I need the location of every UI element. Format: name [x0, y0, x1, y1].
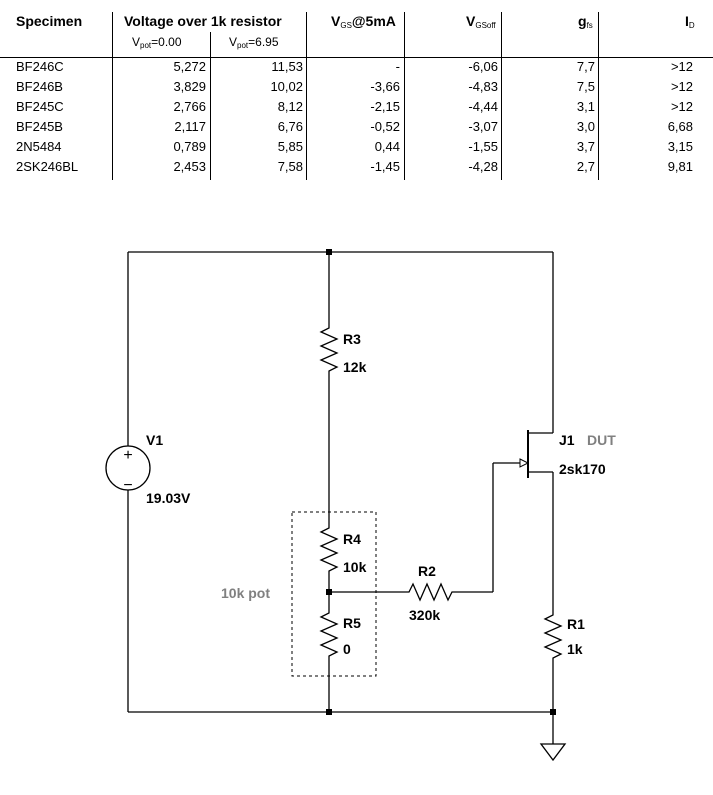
cell-vgsoff: -4,28 — [468, 159, 498, 174]
cell-vgs: -3,66 — [370, 79, 400, 94]
cell-vgsoff: -3,07 — [468, 119, 498, 134]
r3-resistor-icon — [319, 324, 339, 375]
r3-name: R3 — [343, 331, 361, 347]
header-vgsoff: VGSoff — [466, 13, 496, 30]
cell-specimen: BF245C — [16, 99, 64, 114]
cell-gfs: 3,1 — [576, 99, 595, 114]
cell-vgs: -0,52 — [370, 119, 400, 134]
cell-vgsoff: -1,55 — [468, 139, 498, 154]
cell-vpot-0: 0,789 — [173, 139, 206, 154]
cell-id: 3,15 — [667, 139, 693, 154]
r4-resistor-icon — [319, 524, 339, 575]
r2-value: 320k — [409, 607, 440, 623]
cell-vgsoff: -6,06 — [468, 59, 498, 74]
cell-gfs: 3,0 — [576, 119, 595, 134]
r5-name: R5 — [343, 615, 361, 631]
table-row: BF246C 5,272 11,53 - -6,06 7,7 >12 — [0, 59, 713, 79]
column-divider — [210, 32, 211, 180]
column-divider — [306, 12, 307, 180]
cell-vpot-1: 5,85 — [277, 139, 303, 154]
r2-name: R2 — [418, 563, 436, 579]
v1-source-icon — [105, 445, 151, 491]
header-specimen: Specimen — [16, 13, 83, 29]
column-divider — [501, 12, 502, 180]
j1-gate-arrow-icon — [519, 458, 530, 468]
header-vpot-0: Vpot=0.00 — [132, 35, 182, 50]
cell-id: >12 — [670, 79, 693, 94]
j1-dut-tag: DUT — [587, 432, 616, 448]
header-gfs: gfs — [578, 13, 593, 30]
junction-dot — [326, 249, 332, 255]
cell-specimen: BF245B — [16, 119, 63, 134]
cell-id: >12 — [670, 59, 693, 74]
cell-vgs: 0,44 — [374, 139, 400, 154]
jfet-measurement-table: Specimen Voltage over 1k resistor Vpot=0… — [0, 0, 713, 190]
table-row: BF246B 3,829 10,02 -3,66 -4,83 7,5 >12 — [0, 79, 713, 99]
pot-label: 10k pot — [221, 585, 270, 601]
cell-gfs: 7,7 — [576, 59, 595, 74]
r5-value: 0 — [343, 641, 351, 657]
cell-vpot-1: 11,53 — [271, 59, 303, 74]
table-row: BF245C 2,766 8,12 -2,15 -4,44 3,1 >12 — [0, 99, 713, 119]
cell-vgs: -2,15 — [370, 99, 400, 114]
column-divider — [404, 12, 405, 180]
cell-gfs: 2,7 — [576, 159, 595, 174]
cell-vpot-0: 2,117 — [174, 119, 206, 134]
header-vpot-1: Vpot=6.95 — [229, 35, 279, 50]
cell-specimen: 2N5484 — [16, 139, 62, 154]
v1-value: 19.03V — [146, 490, 191, 506]
header-vgs: VGS@5mA — [331, 13, 396, 30]
r3-value: 12k — [343, 359, 367, 375]
cell-specimen: BF246B — [16, 79, 63, 94]
cell-specimen: 2SK246BL — [16, 159, 79, 174]
ground-icon — [539, 743, 567, 762]
cell-vpot-0: 2,766 — [173, 99, 206, 114]
table-row: 2SK246BL 2,453 7,58 -1,45 -4,28 2,7 9,81 — [0, 159, 713, 179]
junction-dot — [326, 709, 332, 715]
cell-id: >12 — [670, 99, 693, 114]
header-rule — [0, 57, 713, 58]
table-row: 2N5484 0,789 5,85 0,44 -1,55 3,7 3,15 — [0, 139, 713, 159]
junction-dot — [326, 589, 332, 595]
cell-id: 9,81 — [667, 159, 693, 174]
r2-resistor-icon — [405, 582, 456, 602]
cell-gfs: 7,5 — [576, 79, 595, 94]
v1-minus-icon: − — [123, 477, 132, 494]
v1-plus-icon: + — [123, 447, 132, 464]
cell-specimen: BF246C — [16, 59, 64, 74]
junction-dot — [550, 709, 556, 715]
v1-name: V1 — [146, 432, 163, 448]
j1-part: 2sk170 — [559, 461, 606, 477]
cell-vpot-1: 10,02 — [270, 79, 303, 94]
cell-gfs: 3,7 — [576, 139, 595, 154]
header-id: ID — [685, 13, 695, 30]
cell-vgs: -1,45 — [370, 159, 400, 174]
cell-vpot-1: 6,76 — [277, 119, 303, 134]
r5-resistor-icon — [319, 609, 339, 660]
cell-vgsoff: -4,83 — [468, 79, 498, 94]
cell-vgs: - — [395, 59, 400, 74]
j1-name: J1 — [559, 432, 575, 448]
cell-id: 6,68 — [667, 119, 693, 134]
cell-vpot-1: 7,58 — [277, 159, 303, 174]
cell-vpot-0: 3,829 — [173, 79, 206, 94]
header-voltage: Voltage over 1k resistor — [124, 13, 282, 29]
cell-vpot-0: 5,272 — [173, 59, 206, 74]
r4-value: 10k — [343, 559, 367, 575]
r4-name: R4 — [343, 531, 361, 547]
cell-vpot-0: 2,453 — [173, 159, 206, 174]
cell-vgsoff: -4,44 — [468, 99, 498, 114]
cell-vpot-1: 8,12 — [277, 99, 303, 114]
r1-name: R1 — [567, 616, 585, 632]
table-row: BF245B 2,117 6,76 -0,52 -3,07 3,0 6,68 — [0, 119, 713, 139]
r1-resistor-icon — [543, 611, 563, 662]
column-divider — [112, 12, 113, 180]
r1-value: 1k — [567, 641, 583, 657]
column-divider — [598, 12, 599, 180]
pot-outline — [291, 511, 377, 677]
